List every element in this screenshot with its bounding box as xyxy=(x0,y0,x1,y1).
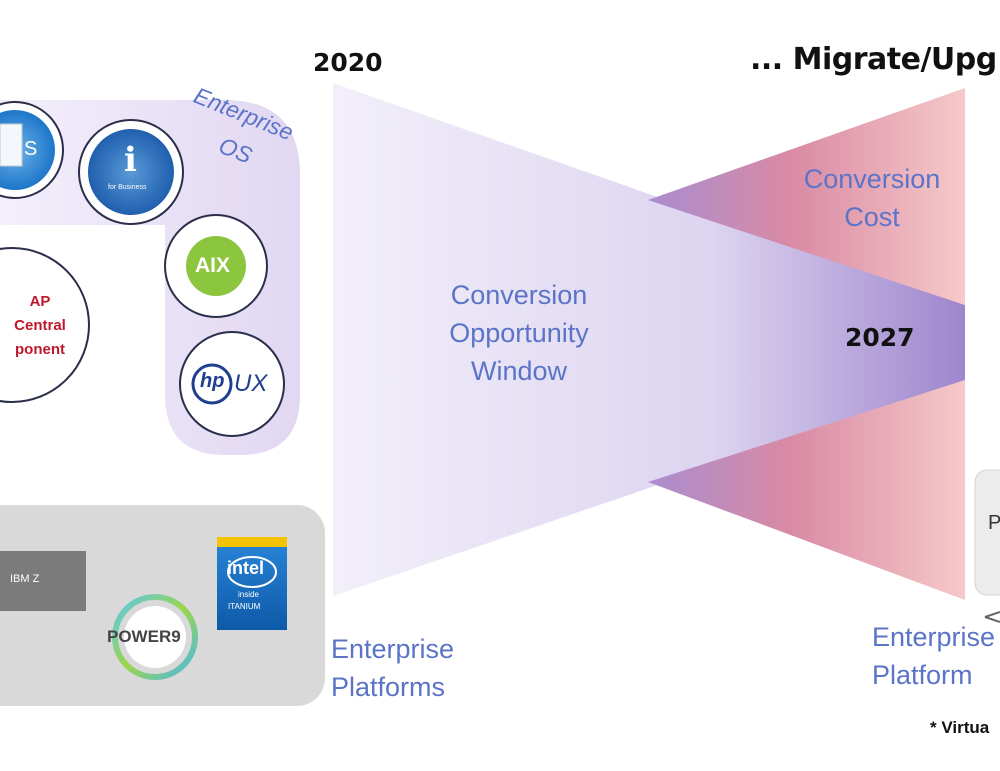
right-platform-card xyxy=(974,469,1000,596)
enterprise-platform-right-line1: Enterprise xyxy=(872,622,996,652)
year-2027-label: 2027 xyxy=(845,323,915,352)
aix-icon xyxy=(186,236,246,296)
ibmi-letter: i xyxy=(124,140,137,180)
intel-badge-stripe xyxy=(217,537,287,547)
ibmi-icon xyxy=(88,129,174,215)
opportunity-window-label: Conversion Opportunity Window xyxy=(424,276,614,390)
ibm-z-label: IBM Z xyxy=(10,573,40,585)
opportunity-window-line1: Conversion xyxy=(450,280,588,310)
intel-itanium-icon xyxy=(217,537,287,630)
enterprise-platform-right-label: Enterprise Platform xyxy=(872,618,995,694)
year-2020-label: 2020 xyxy=(313,48,383,77)
enterprise-platforms-left-line2: Platforms xyxy=(331,672,446,702)
sap-line2: Central xyxy=(14,317,66,334)
right-arrow-icon xyxy=(984,611,1000,623)
enterprise-platforms-left-line1: Enterprise xyxy=(331,634,455,664)
right-card-letter: P xyxy=(988,512,1000,534)
sap-line3: ponent xyxy=(15,341,65,358)
aix-label: AIX xyxy=(195,254,231,277)
enterprise-platforms-left-label: Enterprise Platforms xyxy=(331,630,454,706)
enterprise-platform-right-line2: Platform xyxy=(872,660,973,690)
opportunity-window-line3: Window xyxy=(470,356,568,386)
sap-line1: AP xyxy=(29,293,51,310)
footnote: * Virtua xyxy=(930,718,990,737)
hpux-logo-text: hp xyxy=(200,370,225,392)
power9-ring xyxy=(112,594,198,680)
power9-label: POWER9 xyxy=(107,627,181,646)
sap-central-component-label: AP Central ponent xyxy=(0,290,80,362)
hpux-label: UX xyxy=(234,370,268,397)
intel-swoosh-icon xyxy=(227,556,277,588)
opportunity-window-line2: Opportunity xyxy=(449,318,589,348)
zos-label: S xyxy=(24,138,38,160)
headline: ... Migrate/Upg xyxy=(750,42,997,77)
conversion-cost-lower xyxy=(648,380,965,600)
sap-central-component xyxy=(0,247,90,403)
conversion-cost-upper xyxy=(648,88,965,305)
conversion-cost-line1: Conversion xyxy=(803,164,941,194)
conversion-cost-line2: Cost xyxy=(844,202,900,232)
zos-icon-card xyxy=(0,123,23,167)
intel-itanium-label: ITANIUM xyxy=(228,602,261,611)
opportunity-window-shape xyxy=(333,83,965,596)
hpux-logo-icon xyxy=(191,363,233,405)
intel-inside-label: inside xyxy=(238,590,259,599)
intel-label: intel xyxy=(227,558,265,578)
conversion-cost-label: Conversion Cost xyxy=(782,160,962,236)
ibm-z-box xyxy=(0,551,86,611)
power9-ring-inner xyxy=(124,606,186,668)
ibmi-sub-label: for Business xyxy=(108,184,147,191)
